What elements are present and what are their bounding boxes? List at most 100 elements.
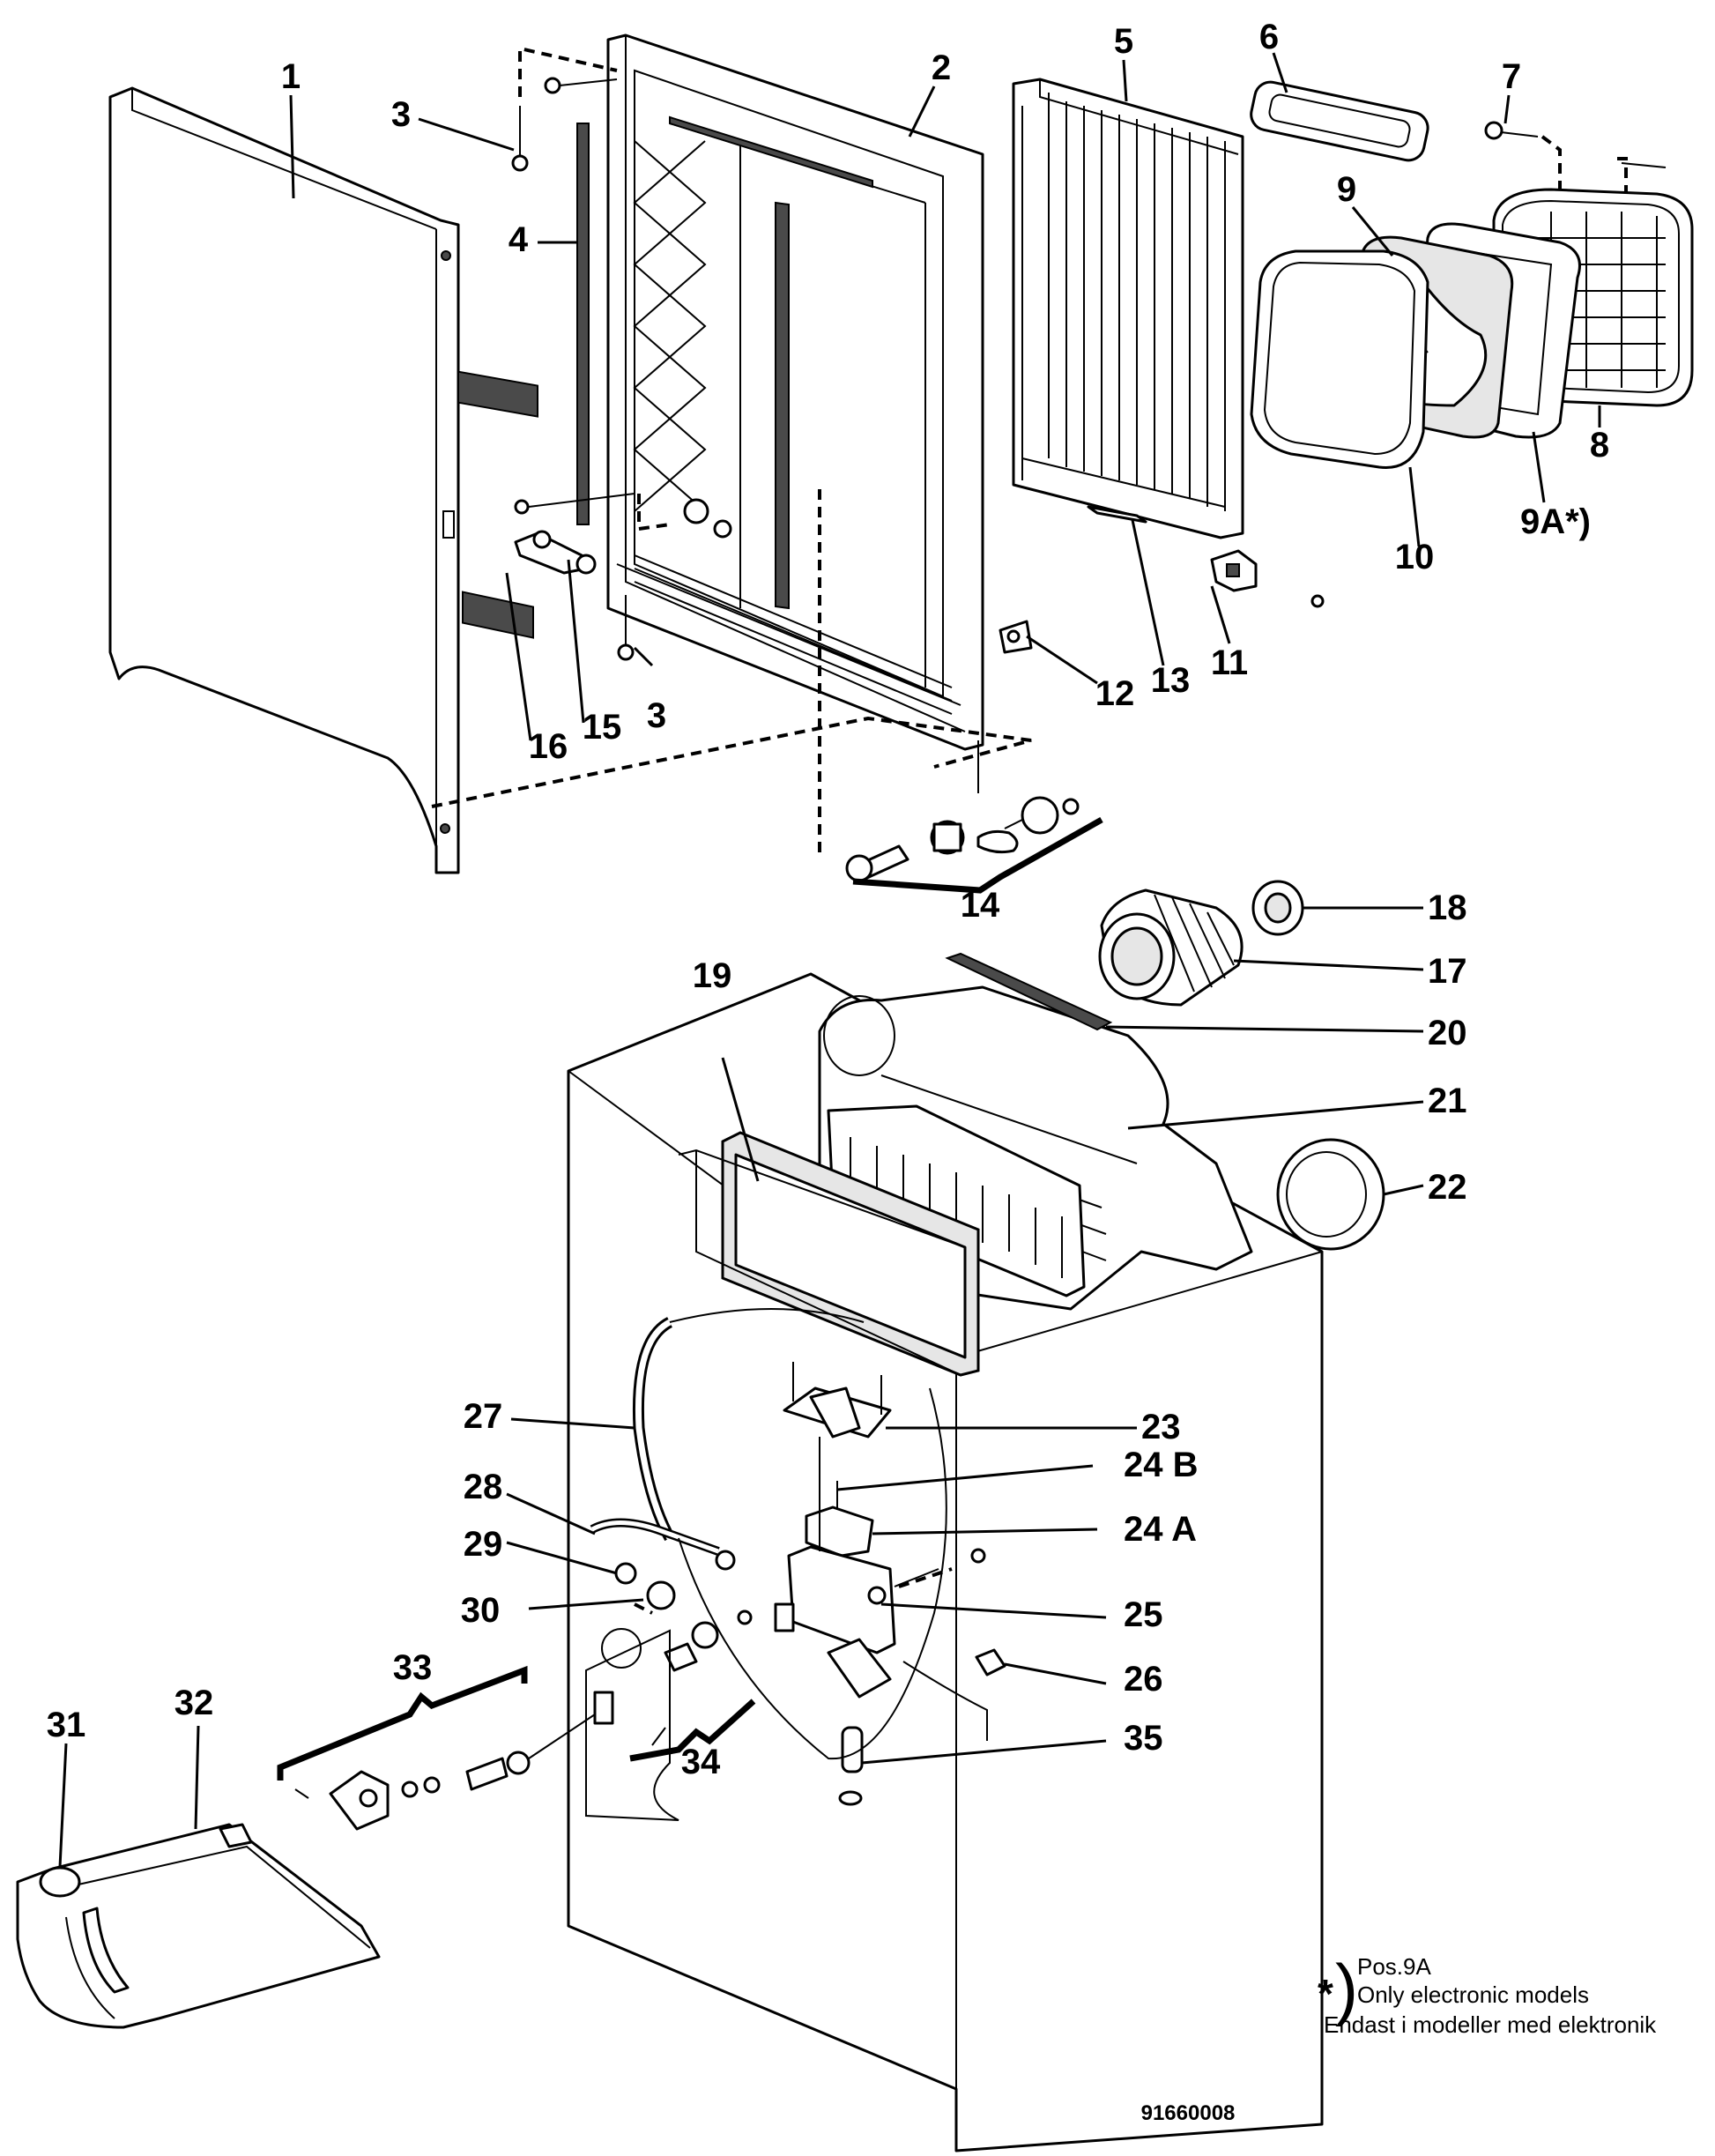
- screw-path-7: [1541, 135, 1562, 194]
- label-3-bottom: 3: [647, 696, 666, 735]
- side-panel: [108, 86, 538, 874]
- tank-cap: [39, 1866, 81, 1898]
- fuel-pipe: [590, 1518, 720, 1556]
- label-16: 16: [529, 727, 568, 766]
- valve-fittings: [601, 1602, 795, 1672]
- outlet-ring: [1276, 1138, 1385, 1251]
- fan-hub: [1251, 880, 1304, 936]
- screw-top: [511, 77, 618, 172]
- label-30: 30: [461, 1591, 501, 1630]
- label-5: 5: [1114, 22, 1133, 61]
- footnote-paren: ): [1335, 1950, 1358, 2027]
- thermocouple: [838, 1726, 864, 1806]
- pipe-fitting: [646, 1580, 676, 1610]
- label-34: 34: [681, 1743, 721, 1781]
- fan-wheel: [1098, 888, 1244, 1007]
- screw-25: [970, 1548, 986, 1564]
- hose-clamp: [715, 1550, 736, 1571]
- label-19: 19: [693, 956, 732, 995]
- front-gasket-ring: [1250, 249, 1429, 469]
- part-labels: 1 2 3 3 4 5 6 7 8 9 9A*) 10 11 12 13 14 …: [47, 18, 1609, 1781]
- pipe-nut: [614, 1562, 637, 1585]
- label-7: 7: [1502, 57, 1521, 96]
- label-6: 6: [1259, 18, 1279, 56]
- fuel-tank: [16, 1788, 381, 2029]
- heat-exchanger: [1012, 78, 1244, 539]
- flame-spreader: [827, 1638, 892, 1699]
- label-24b: 24 B: [1124, 1446, 1199, 1484]
- mounting-bracket: [783, 1362, 892, 1439]
- label-23: 23: [1141, 1408, 1181, 1446]
- door-cutout: [585, 1629, 679, 1821]
- label-32: 32: [174, 1684, 214, 1722]
- footnote: * ) Pos.9A Only electronic models Endast…: [1318, 1950, 1657, 2038]
- mounting-strip: [945, 952, 1113, 1031]
- bracket-14: [852, 816, 1103, 894]
- tube-connector: [514, 530, 597, 575]
- label-21: 21: [1428, 1082, 1467, 1120]
- label-11: 11: [1211, 643, 1248, 682]
- screw-path-7b: [1617, 157, 1628, 203]
- label-26: 26: [1124, 1660, 1163, 1699]
- drawing-number: 91660008: [1141, 2101, 1236, 2125]
- label-27: 27: [464, 1397, 503, 1436]
- label-3-top: 3: [391, 95, 411, 134]
- label-17: 17: [1428, 952, 1467, 991]
- footnote-star: *: [1318, 1971, 1333, 2017]
- label-8: 8: [1590, 426, 1609, 465]
- label-15: 15: [583, 708, 622, 747]
- assembly-line-1: [431, 716, 1032, 808]
- label-24a: 24 A: [1124, 1510, 1197, 1549]
- burner-hose-inner: [635, 1319, 673, 1540]
- valve-assembly: [845, 796, 1080, 883]
- front-grille-gasket: [678, 1131, 980, 1377]
- wire-loop: [678, 1387, 947, 1760]
- label-22: 22: [1428, 1168, 1467, 1207]
- hose-top-line: [669, 1308, 865, 1323]
- screw-bottom: [514, 493, 635, 661]
- label-33: 33: [393, 1648, 433, 1687]
- label-28: 28: [464, 1468, 503, 1506]
- label-25: 25: [1124, 1595, 1163, 1634]
- label-13: 13: [1151, 661, 1191, 700]
- fitting-dash: [634, 1602, 653, 1615]
- switch-block: [1210, 549, 1325, 608]
- label-2: 2: [932, 48, 951, 87]
- label-9a: 9A*): [1520, 502, 1591, 541]
- label-4: 4: [509, 220, 529, 259]
- label-31: 31: [47, 1706, 86, 1744]
- front-frame: [606, 33, 984, 751]
- label-9: 9: [1337, 170, 1356, 209]
- label-29: 29: [464, 1525, 503, 1564]
- bracket-34: [629, 1699, 756, 1762]
- label-1: 1: [281, 57, 301, 96]
- screw-path-top: [518, 46, 618, 97]
- label-14: 14: [961, 886, 1000, 925]
- bracket-34-screw: [651, 1727, 666, 1746]
- label-35: 35: [1124, 1719, 1163, 1758]
- screw-path-25: [898, 1567, 953, 1588]
- tank-valve-assembly: [329, 1691, 614, 1831]
- seal-strip: [576, 123, 590, 525]
- leader-lines: [58, 52, 1601, 1868]
- bracket-33: [277, 1665, 528, 1781]
- cover-screw: [1484, 121, 1539, 140]
- label-20: 20: [1428, 1014, 1467, 1052]
- label-12: 12: [1095, 674, 1135, 713]
- knob-fitting: [683, 498, 709, 524]
- seal-strip-top: [669, 115, 873, 189]
- seal-strip-vertical: [775, 201, 790, 610]
- footnote-line-2: Only electronic models: [1357, 1981, 1589, 2008]
- small-connector: [999, 620, 1033, 654]
- screw-path-bottom: [637, 494, 671, 532]
- control-block: [805, 1481, 874, 1558]
- flange-gasket: [1250, 80, 1429, 162]
- knob-fitting-2: [713, 519, 732, 539]
- footnote-line-1: Pos.9A: [1357, 1953, 1431, 1980]
- footnote-line-3: Endast i modeller med elektronik: [1324, 2011, 1657, 2038]
- label-10: 10: [1395, 538, 1435, 576]
- label-18: 18: [1428, 888, 1467, 927]
- screw-7b: [1621, 162, 1667, 168]
- clip-bar: [1087, 505, 1147, 524]
